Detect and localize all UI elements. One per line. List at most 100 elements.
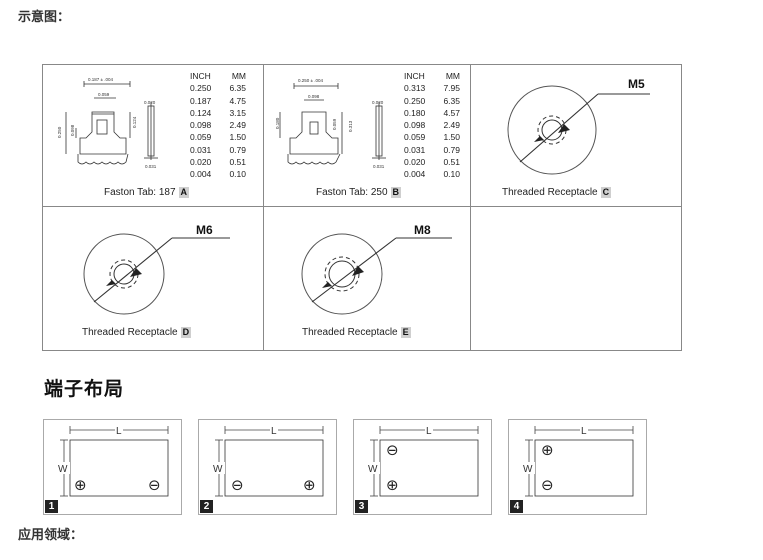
table-cell: 1.50 [229,132,246,143]
terminal-negative-icon: ⊖ [386,442,399,459]
layout-4-drawing: L W [523,425,634,497]
layout-number-2: 2 [200,500,213,513]
layout-number-4: 4 [510,500,523,513]
table-cell: 0.250 [404,95,426,106]
layout-2-drawing: L W [213,425,324,497]
size-label-m8: M8 [414,223,431,237]
m8-receptacle-drawing: M8 [301,223,452,315]
table-cell: 0.180 [404,107,426,118]
dim-right-top: 0.020 [144,100,156,105]
dim-top: 0.187 ± .004 [88,77,113,82]
dim-mid: 0.098 [308,94,320,99]
terminal-positive-icon: ⊕ [386,477,399,494]
caption-text: Threaded Receptacle [302,327,398,338]
caption-text: Faston Tab: 187 [104,187,176,198]
grid-divider [43,206,681,207]
caption-text: Threaded Receptacle [502,187,598,198]
dim-mid: 0.059 [98,92,110,97]
m5-receptacle-drawing: M5 [507,77,650,175]
badge-e: E [400,327,411,338]
table-cell: 0.059 [404,132,426,143]
faston-187-drawing: 0.187 ± .004 0.059 0.250 0.098 0.124 0.0… [57,77,158,169]
faston-250-drawing: 0.250 ± .004 0.098 0.180 0.059 0.313 0.0… [275,78,386,169]
length-label: L [116,426,122,437]
terminal-negative-icon: ⊖ [231,477,244,494]
dim-right-top: 0.020 [372,100,384,105]
table-cell: 0.031 [190,144,212,155]
table-cell: 0.51 [443,157,460,168]
table-cell: 2.49 [443,120,460,131]
badge-b: B [390,187,402,198]
table-cell: 0.10 [229,169,246,180]
table-cell: 0.098 [190,120,212,131]
length-label: L [581,426,587,437]
grid-divider [263,65,264,350]
table-cell: 4.57 [443,107,460,118]
caption-text: Threaded Receptacle [82,327,178,338]
table-cell: 0.020 [404,157,426,168]
table-cell: 0.020 [190,157,212,168]
width-label: W [368,464,378,475]
dim-inner: 0.098 [70,124,75,136]
length-label: L [426,426,432,437]
table-cell: 0.10 [443,169,460,180]
terminal-negative-icon: ⊖ [541,477,554,494]
table-cell: 0.004 [190,169,212,180]
dim-left: 0.180 [275,117,280,129]
size-label-m5: M5 [628,77,645,91]
table-cell: 0.059 [190,132,212,143]
width-label: W [58,464,68,475]
table-cell: 0.79 [443,144,460,155]
table-header: MM [445,71,460,81]
length-label: L [271,426,277,437]
layout-number-3: 3 [355,500,368,513]
table-cell: 3.15 [229,107,246,118]
table-cell: 0.250 [190,83,212,94]
dim-side: 0.313 [348,120,353,132]
dim-top: 0.250 ± .004 [298,78,323,83]
table-cell: 6.35 [229,83,246,94]
width-label: W [523,464,533,475]
grid-divider [470,65,471,350]
badge-c: C [600,187,612,198]
terminal-positive-icon: ⊕ [303,477,316,494]
terminal-layout-heading: 端子布局 [44,379,125,400]
dim-inner: 0.059 [332,118,337,130]
width-label: W [213,464,223,475]
table-cell: 0.79 [229,144,246,155]
dim-right-bottom: 0.031 [145,164,157,169]
table-cell: 0.124 [190,107,212,118]
layout-4: L W ⊕ ⊖ 4 [508,419,647,515]
layout-number-1: 1 [45,500,58,513]
application-heading: 应用领域： [18,527,84,542]
caption-text: Faston Tab: 250 [316,187,388,198]
table-cell: 0.313 [404,83,426,94]
table-cell: 7.95 [443,83,460,94]
layout-1: L W ⊕ ⊖ 1 [43,419,182,515]
size-label-m6: M6 [196,223,213,237]
table-header: MM [231,71,246,81]
table-cell: 2.49 [229,120,246,131]
badge-d: D [180,327,192,338]
dim-right-bottom: 0.031 [373,164,385,169]
layout-3: L W ⊖ ⊕ 3 [353,419,492,515]
terminal-positive-icon: ⊕ [74,477,87,494]
table-header: INCH [404,71,425,81]
dim-side: 0.124 [132,116,137,128]
layout-1-drawing: L W [58,425,169,497]
table-cell: 4.75 [229,95,246,106]
table-cell: 0.004 [404,169,426,180]
table-cell: 0.187 [190,95,212,106]
layout-3-drawing: L W [368,425,479,497]
table-cell: 0.51 [229,157,246,168]
dim-left: 0.250 [57,126,62,138]
diagram-heading: 示意图： [18,9,71,24]
table-cell: 1.50 [443,132,460,143]
m6-receptacle-drawing: M6 [83,223,230,315]
